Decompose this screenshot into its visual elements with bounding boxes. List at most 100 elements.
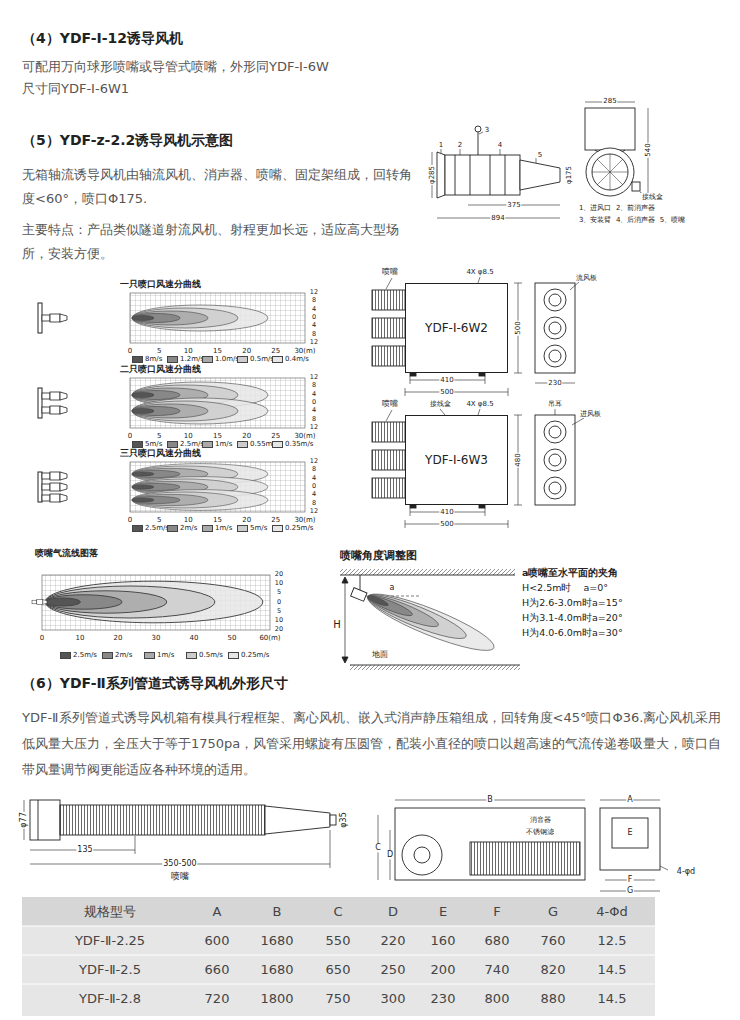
- part-name: 消音器: [529, 816, 552, 824]
- legend-text: 1.0m/s: [215, 355, 239, 363]
- axis-tick: 12: [310, 339, 318, 346]
- axis-tick: 20: [242, 516, 251, 524]
- nozzle-angle-drawing: [340, 569, 515, 575]
- axis-tick: 15: [213, 516, 222, 524]
- axis-tick: 12: [310, 458, 318, 465]
- legend-swatch: [132, 525, 143, 532]
- table-cell: 880: [541, 992, 566, 1007]
- duct-fan-drawing: [330, 815, 336, 825]
- axis-tick: 0: [128, 347, 132, 355]
- part-name: 进风板: [579, 410, 602, 418]
- table-cell: 300: [381, 992, 406, 1007]
- legend-swatch: [167, 441, 178, 448]
- legend-item: 8m/s: [132, 355, 162, 363]
- dimension-label: 894: [490, 214, 505, 222]
- legend-swatch: [228, 652, 239, 659]
- legend-item: 1m/s: [144, 651, 174, 659]
- axial-fan-drawing: [455, 155, 456, 195]
- callout-number: 4: [497, 141, 503, 149]
- axis-tick: 10: [76, 634, 85, 642]
- axial-fan-drawing: [592, 154, 628, 190]
- part-name: 接线盒: [641, 193, 664, 201]
- part-name: 喷嘴: [381, 399, 399, 408]
- table-cell: 1680: [260, 963, 293, 978]
- dimension-label: φ35: [339, 811, 348, 828]
- dimension-label: 230: [547, 379, 562, 387]
- axis-tick: 5: [157, 516, 161, 524]
- dimension-label: H: [332, 619, 342, 631]
- axial-fan-drawing: [437, 152, 445, 198]
- legend-item: 2m/s: [102, 651, 132, 659]
- axial-fan-drawing: [475, 126, 481, 132]
- axial-fan-drawing: [520, 160, 560, 190]
- axial-fan-drawing: [445, 155, 520, 195]
- legend-swatch: [167, 525, 178, 532]
- axial-fan-drawing: [500, 149, 501, 155]
- spec-table: [22, 897, 655, 1016]
- part-name: 地面: [371, 650, 389, 659]
- table-cell: 800: [485, 992, 510, 1007]
- table-cell: 600: [205, 934, 230, 949]
- velocity-charts: [132, 398, 268, 424]
- axis-tick: 0: [277, 599, 281, 606]
- dimension-label: φ175: [565, 165, 573, 185]
- duct-fan-drawing: [24, 800, 668, 891]
- legend-item: 2.5m/s: [167, 440, 204, 448]
- body-text: 可配用万向球形喷嘴或导管式喷嘴，外形同YDF-I-6W: [22, 60, 329, 75]
- duct-fan-drawing: [395, 808, 585, 880]
- body-text: 尺寸同YDF-I-6W1: [22, 82, 129, 97]
- dimension-label: 500: [514, 320, 522, 335]
- dimension-label: φ77: [19, 811, 28, 828]
- velocity-charts: [130, 378, 305, 428]
- note-text: H<2.5m时 a=0°: [522, 583, 608, 594]
- legend-text: 0.35m/s: [285, 440, 313, 448]
- callout-number: 2: [457, 141, 463, 149]
- axis-tick: 50: [228, 634, 237, 642]
- note-text: a喷嘴至水平面的夹角: [522, 568, 618, 579]
- nozzle-angle-drawing: [351, 588, 367, 602]
- legend-swatch: [272, 441, 283, 448]
- nozzle-angle-drawing: [350, 665, 520, 670]
- axis-tick: 4: [312, 323, 316, 330]
- legend-item: 0.35m/s: [272, 440, 313, 448]
- table-cell: 250: [381, 963, 406, 978]
- axial-fan-drawing: [460, 149, 461, 155]
- nozzle-angle-drawing: [345, 580, 346, 660]
- duct-fan-drawing: [414, 847, 430, 863]
- legend-swatch: [60, 652, 71, 659]
- legend-text: 2.5m/s: [145, 524, 169, 532]
- spec-table: [22, 984, 655, 985]
- table-cell: 550: [326, 934, 351, 949]
- legend-text: 1.2m/s: [180, 355, 204, 363]
- axis-tick: 0: [312, 399, 316, 406]
- legend-text: 2.5m/s: [180, 440, 204, 448]
- spec-table: [22, 926, 655, 927]
- axial-fan-drawing: [490, 155, 491, 195]
- axis-tick: 8: [312, 298, 316, 305]
- chart-title: 喷嘴气流线图落: [35, 548, 98, 558]
- axis-tick: 15: [213, 432, 222, 440]
- table-cell: C: [333, 905, 342, 920]
- part-name: 吊耳: [547, 400, 563, 408]
- axis-tick: 5: [157, 347, 161, 355]
- duct-fan-drawing: [330, 830, 331, 868]
- velocity-charts: [42, 494, 67, 502]
- part-name: 不锈钢滤: [525, 828, 555, 836]
- dimension-label: 500: [439, 388, 454, 396]
- legend-item: 0.25m/s: [228, 651, 269, 659]
- dimension-label: 375: [506, 201, 521, 209]
- legend-swatch: [202, 441, 213, 448]
- legend-text: 0.25m/s: [285, 524, 313, 532]
- duct-fan-drawing: [612, 818, 648, 848]
- axis-tick: 20: [242, 432, 251, 440]
- table-cell: E: [439, 905, 447, 920]
- legend-text: 8m/s: [145, 355, 162, 363]
- table-cell: G: [548, 905, 558, 920]
- axis-tick: 12: [310, 508, 318, 515]
- axis-tick: 12: [310, 374, 318, 381]
- axis-tick: 0: [128, 516, 132, 524]
- dimension-label: 480: [514, 452, 522, 467]
- legend-swatch: [202, 356, 213, 363]
- axis-tick: 12: [310, 424, 318, 431]
